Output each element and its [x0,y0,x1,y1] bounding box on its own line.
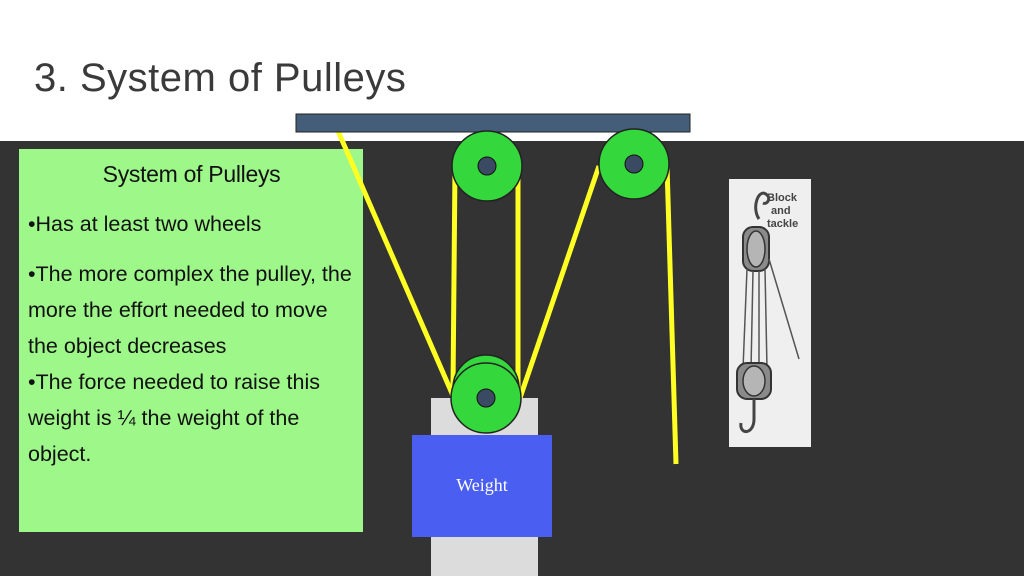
block-and-tackle-icon: Block and tackle [736,191,800,433]
top-pulley-left [451,130,523,202]
top-pulley-right [598,128,670,200]
rope [335,130,679,465]
slide-title: 3. System of Pulleys [34,56,407,100]
bottom-pulley-front [450,362,522,434]
weight-block [412,435,552,537]
bullet-quarter-force: •The force needed to raise this weight i… [28,370,320,466]
weight-label: Weight [456,475,508,495]
info-box: System of Pulleys •Has at least two whee… [19,149,363,532]
svg-text:and: and [771,205,791,217]
block-and-tackle-image: Block and tackle [729,179,811,447]
bullet-complex-pulley: •The more complex the pulley, the more t… [28,262,352,358]
svg-text:tackle: tackle [767,218,798,230]
bullet-two-wheels: •Has at least two wheels [28,212,262,236]
svg-text:Block: Block [767,192,798,204]
info-box-heading: System of Pulleys [102,161,281,187]
